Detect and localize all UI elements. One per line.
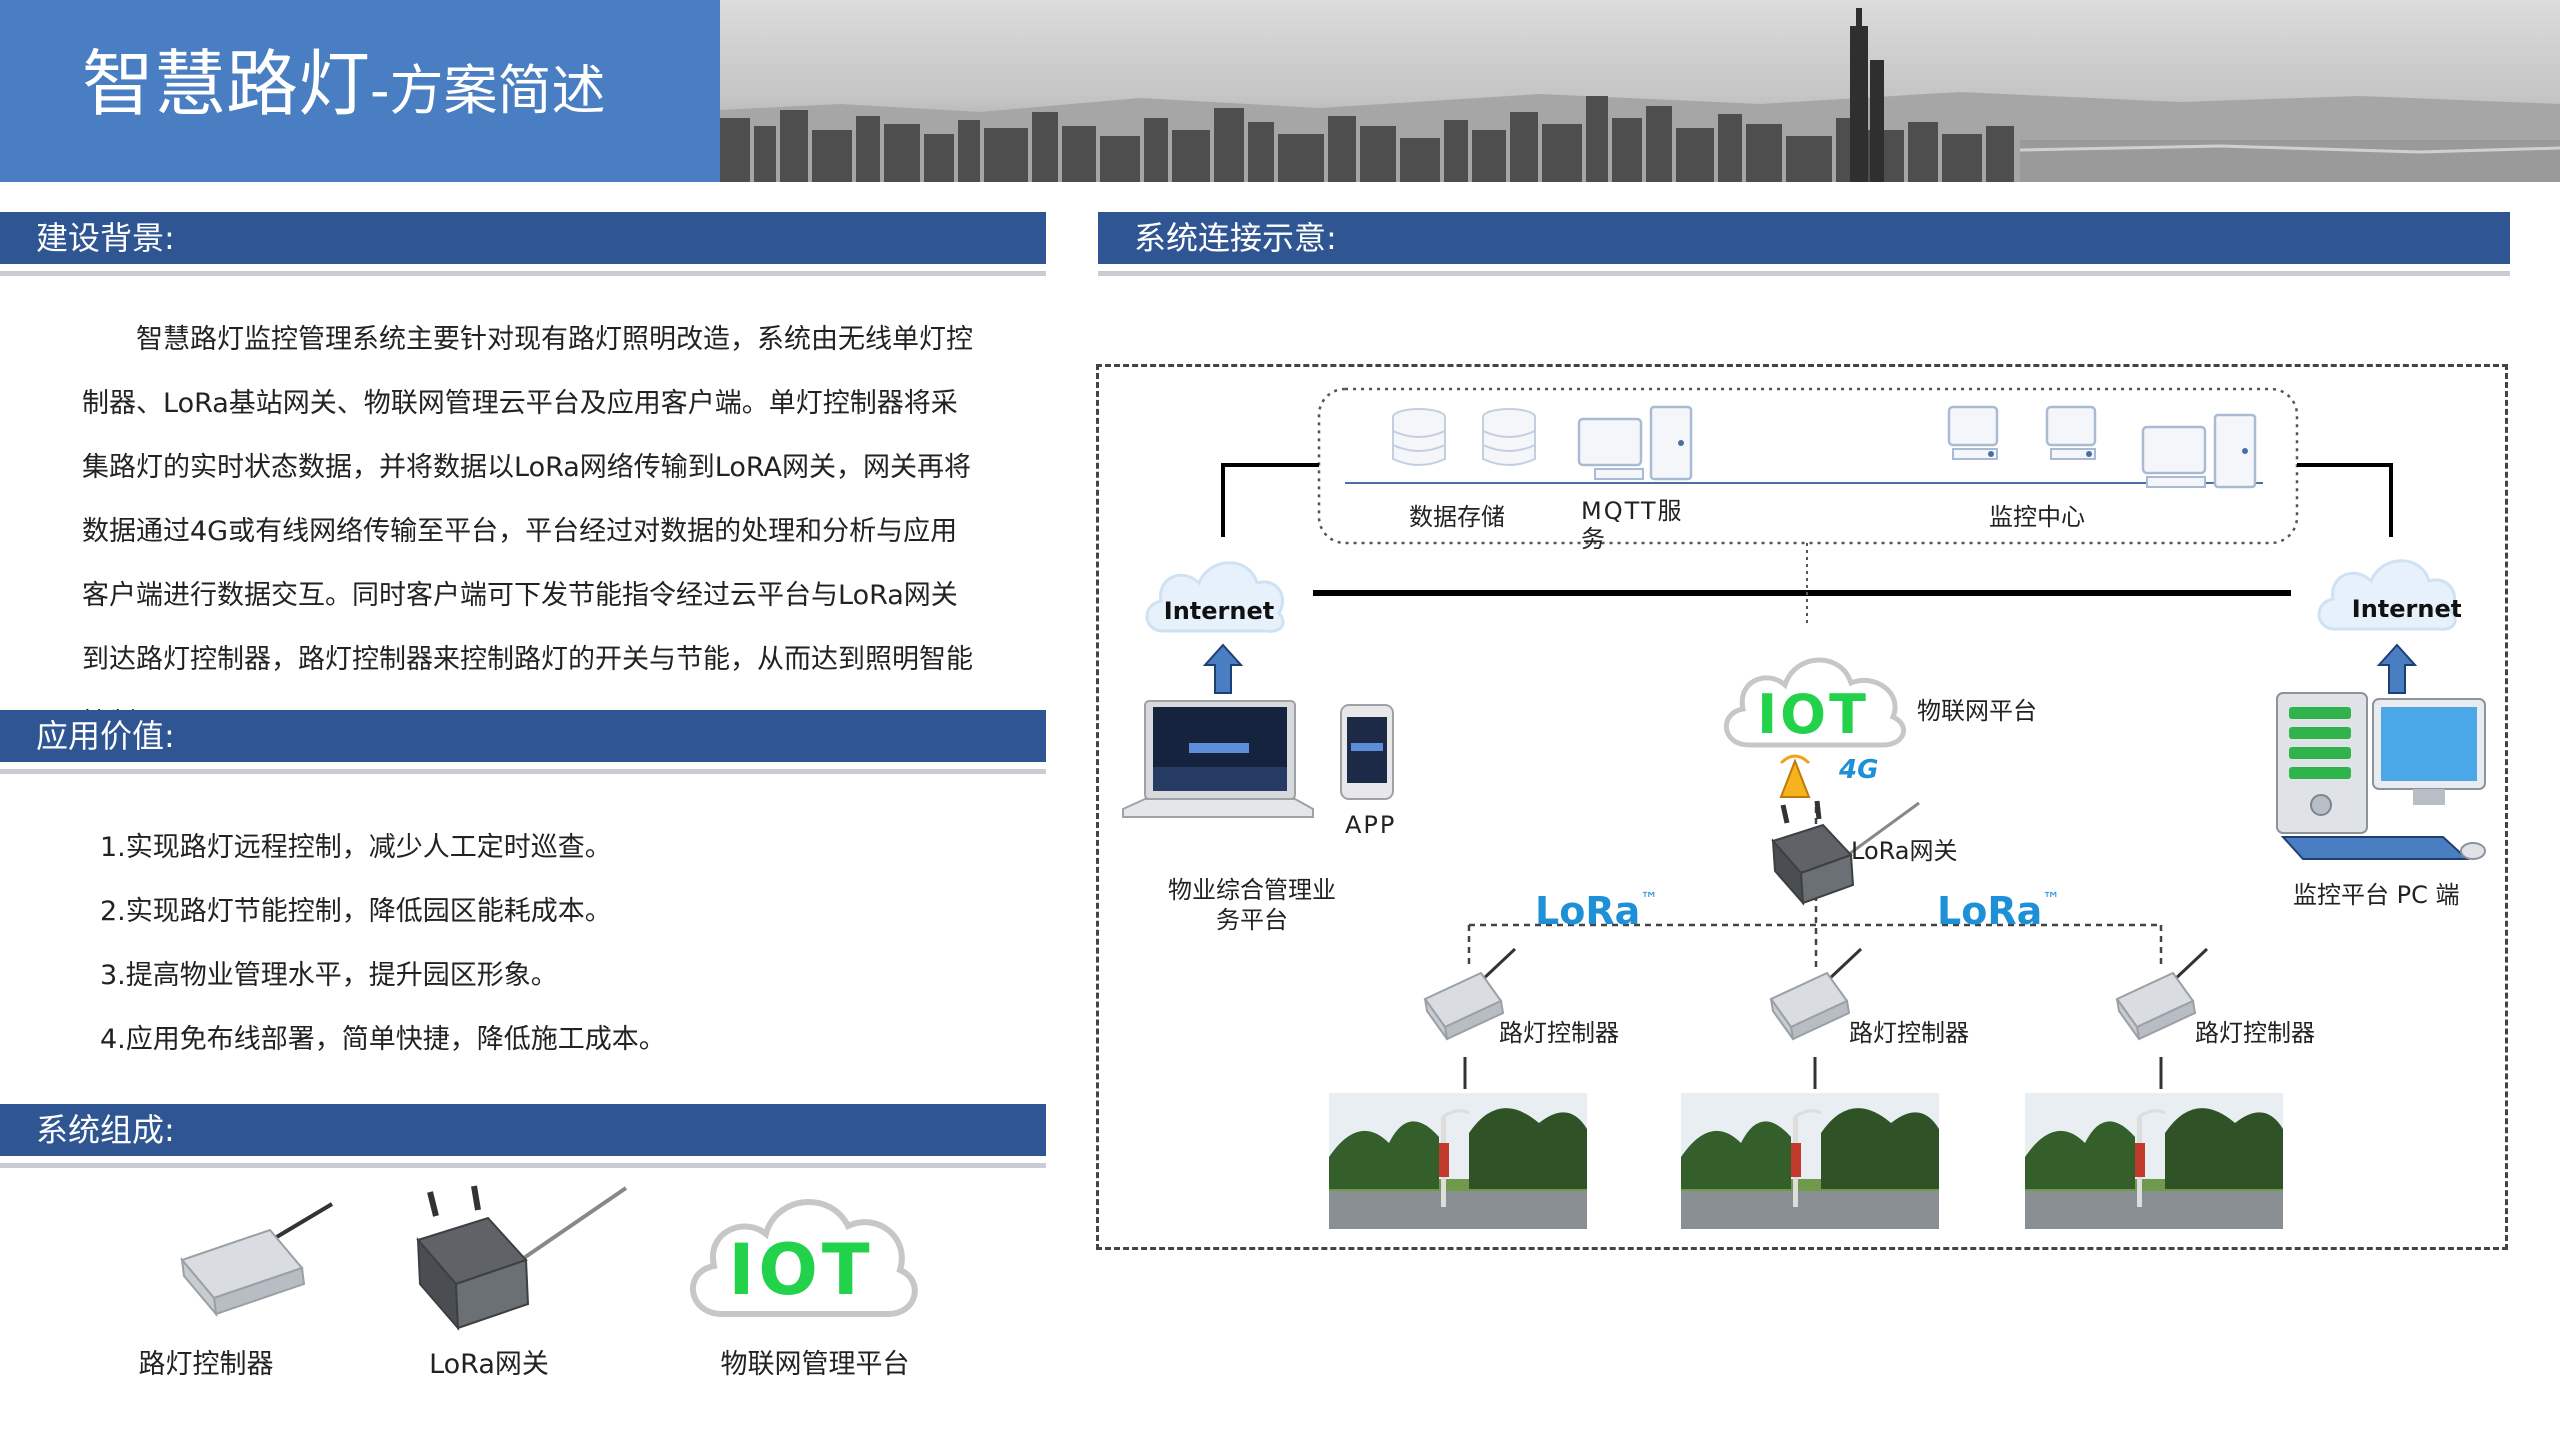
- lora-logo: LoRa™: [1535, 889, 1659, 933]
- pc-icon: [2276, 692, 2486, 860]
- iot-label: IOT: [728, 1229, 873, 1311]
- server-icon: [2141, 413, 2257, 489]
- property-platform-label: 物业综合管理业务平台: [1168, 876, 1336, 934]
- monitor-icon: [1947, 405, 1999, 460]
- list-item: 2.实现路灯节能控制，降低园区能耗成本。: [100, 896, 612, 927]
- gateway-device-icon: [416, 1185, 628, 1331]
- iot-cloud-icon: IOT: [689, 1199, 918, 1317]
- server-icon: [1577, 405, 1693, 481]
- database-icon: [1482, 408, 1536, 466]
- street-lamp-photo: [1681, 1093, 1939, 1229]
- controller-label: 路灯控制器: [1849, 1019, 1969, 1047]
- gateway-device-icon: [1771, 800, 1920, 906]
- monitor-icon: [2045, 405, 2097, 460]
- section-bar-composition: 系统组成:: [0, 1104, 1046, 1168]
- controller-device-icon: [180, 1202, 334, 1318]
- app-label: APP: [1345, 811, 1397, 839]
- mqtt-label: MQTT服务: [1581, 497, 1684, 553]
- section-bar-value: 应用价值:: [0, 710, 1046, 774]
- antenna-icon: [1779, 754, 1811, 798]
- list-item: 4.应用免布线部署，简单快捷，降低施工成本。: [100, 1024, 666, 1055]
- controller-device-icon: [1769, 947, 1863, 1041]
- lora-gateway-label: LoRa网关: [1851, 837, 1958, 865]
- controller-device-icon: [2115, 947, 2209, 1041]
- phone-icon: [1340, 704, 1394, 800]
- page-title: 智慧路灯-方案简述: [82, 42, 606, 126]
- internet-label: Internet: [1164, 597, 1274, 625]
- component-label: LoRa网关: [429, 1349, 549, 1380]
- cloud-icon: Internet: [2317, 559, 2461, 631]
- title-box: 智慧路灯-方案简述: [0, 0, 720, 182]
- controller-device-icon: [1423, 947, 1517, 1041]
- iot-label: IOT: [1757, 683, 1869, 746]
- section-bar-background: 建设背景:: [0, 212, 1046, 276]
- street-lamp-photo: [2025, 1093, 2283, 1229]
- controller-label: 路灯控制器: [2195, 1019, 2315, 1047]
- database-icon: [1392, 408, 1446, 466]
- component-label: 路灯控制器: [138, 1349, 274, 1380]
- laptop-icon: [1122, 700, 1314, 818]
- city-skyline-image: [720, 0, 2560, 182]
- component-label: 物联网管理平台: [720, 1349, 910, 1380]
- fourg-label: 4G: [1839, 755, 1879, 785]
- list-item: 1.实现路灯远程控制，减少人工定时巡查。: [100, 832, 612, 863]
- section-bar-connection: 系统连接示意:: [1098, 212, 2510, 276]
- system-connection-diagram: 数据存储 MQTT服务 监控中心 Internet Internet APP 物…: [1096, 364, 2508, 1250]
- data-storage-label: 数据存储: [1409, 503, 1505, 531]
- controller-label: 路灯控制器: [1499, 1019, 1619, 1047]
- pc-platform-label: 监控平台 PC 端: [2293, 881, 2460, 909]
- iot-cloud-icon: IOT: [1724, 657, 1907, 748]
- up-arrow-icon: [1203, 643, 1243, 694]
- value-list: 1.实现路灯远程控制，减少人工定时巡查。 2.实现路灯节能控制，降低园区能耗成本…: [100, 816, 666, 1072]
- iot-platform-label: 物联网平台: [1917, 697, 2037, 725]
- internet-label: Internet: [2352, 595, 2461, 623]
- monitor-center-label: 监控中心: [1989, 503, 2085, 531]
- cloud-icon: Internet: [1145, 561, 1285, 633]
- up-arrow-icon: [2377, 643, 2417, 694]
- header: 智慧路灯-方案简述: [0, 0, 2560, 182]
- background-paragraph: 智慧路灯监控管理系统主要针对现有路灯照明改造，系统由无线单灯控制器、LoRa基站…: [82, 324, 973, 739]
- list-item: 3.提高物业管理水平，提升园区形象。: [100, 960, 558, 991]
- lora-logo: LoRa™: [1937, 889, 2061, 933]
- street-lamp-photo: [1329, 1093, 1587, 1229]
